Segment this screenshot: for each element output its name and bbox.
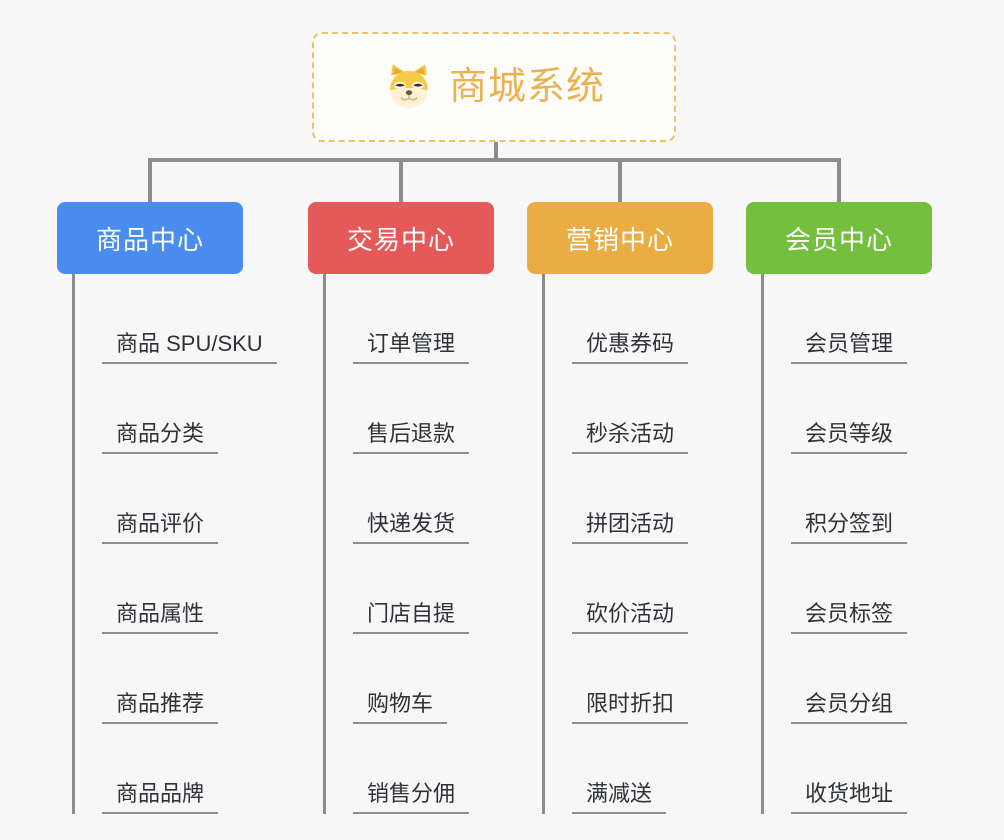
category-node-product-center[interactable]: 商品中心 xyxy=(57,202,243,274)
leaf-label: 购物车 xyxy=(353,691,448,724)
leaf-item[interactable]: 会员管理 xyxy=(761,274,908,364)
leaf-item[interactable]: 订单管理 xyxy=(323,274,470,364)
branch-spine xyxy=(72,274,75,814)
leaf-item[interactable]: 销售分佣 xyxy=(323,724,470,814)
connector-root-stem xyxy=(494,142,498,160)
branch-spine xyxy=(761,274,764,814)
branch-spine xyxy=(323,274,326,814)
category-label: 商品中心 xyxy=(95,224,204,255)
leaf-label: 商品 SPU/SKU xyxy=(102,331,277,364)
branch-spine xyxy=(542,274,545,814)
category-node-member-center[interactable]: 会员中心 xyxy=(746,202,932,274)
leaf-label: 秒杀活动 xyxy=(572,421,689,454)
connector-drop-member-center xyxy=(837,158,841,202)
leaf-item[interactable]: 商品评价 xyxy=(72,454,219,544)
category-node-trade-center[interactable]: 交易中心 xyxy=(308,202,494,274)
root-title: 商城系统 xyxy=(448,66,605,108)
leaf-item[interactable]: 商品推荐 xyxy=(72,634,219,724)
leaf-item[interactable]: 砍价活动 xyxy=(542,544,689,634)
shiba-dog-face-icon xyxy=(383,61,435,113)
leaf-item[interactable]: 门店自提 xyxy=(323,544,470,634)
leaf-item[interactable]: 商品 SPU/SKU xyxy=(72,274,277,364)
category-label: 营销中心 xyxy=(565,224,674,255)
leaf-label: 销售分佣 xyxy=(353,781,470,814)
leaf-item[interactable]: 会员标签 xyxy=(761,544,908,634)
leaf-label: 快递发货 xyxy=(353,511,470,544)
leaf-label: 限时折扣 xyxy=(572,691,689,724)
leaf-label: 门店自提 xyxy=(353,601,470,634)
leaf-label: 会员标签 xyxy=(791,601,908,634)
leaf-label: 会员等级 xyxy=(791,421,908,454)
connector-drop-marketing-center xyxy=(618,158,622,202)
leaf-item[interactable]: 商品分类 xyxy=(72,364,219,454)
connector-drop-product-center xyxy=(148,158,152,202)
leaf-label: 商品属性 xyxy=(102,601,219,634)
leaf-item[interactable]: 收货地址 xyxy=(761,724,908,814)
category-label: 交易中心 xyxy=(346,224,455,255)
leaf-label: 收货地址 xyxy=(791,781,908,814)
leaf-label: 订单管理 xyxy=(353,331,470,364)
leaf-label: 商品分类 xyxy=(102,421,219,454)
root-node[interactable]: 商城系统 xyxy=(312,32,676,142)
leaf-item[interactable]: 满减送 xyxy=(542,724,667,814)
leaf-item[interactable]: 商品属性 xyxy=(72,544,219,634)
leaf-item[interactable]: 会员分组 xyxy=(761,634,908,724)
leaf-item[interactable]: 限时折扣 xyxy=(542,634,689,724)
category-label: 会员中心 xyxy=(784,224,893,255)
leaf-label: 商品评价 xyxy=(102,511,219,544)
leaf-label: 售后退款 xyxy=(353,421,470,454)
leaf-item[interactable]: 积分签到 xyxy=(761,454,908,544)
leaf-item[interactable]: 拼团活动 xyxy=(542,454,689,544)
leaf-item[interactable]: 快递发货 xyxy=(323,454,470,544)
leaf-label: 积分签到 xyxy=(791,511,908,544)
leaf-item[interactable]: 售后退款 xyxy=(323,364,470,454)
leaf-item[interactable]: 秒杀活动 xyxy=(542,364,689,454)
leaf-label: 砍价活动 xyxy=(572,601,689,634)
connector-drop-trade-center xyxy=(399,158,403,202)
leaf-item[interactable]: 会员等级 xyxy=(761,364,908,454)
leaf-item[interactable]: 购物车 xyxy=(323,634,448,724)
connector-horizontal-bus xyxy=(148,158,837,162)
leaf-label: 商品品牌 xyxy=(102,781,219,814)
leaf-label: 满减送 xyxy=(572,781,667,814)
leaf-label: 会员分组 xyxy=(791,691,908,724)
category-node-marketing-center[interactable]: 营销中心 xyxy=(527,202,713,274)
leaf-label: 拼团活动 xyxy=(572,511,689,544)
leaf-item[interactable]: 商品品牌 xyxy=(72,724,219,814)
leaf-label: 优惠券码 xyxy=(572,331,689,364)
leaf-label: 商品推荐 xyxy=(102,691,219,724)
leaf-item[interactable]: 优惠券码 xyxy=(542,274,689,364)
leaf-label: 会员管理 xyxy=(791,331,908,364)
